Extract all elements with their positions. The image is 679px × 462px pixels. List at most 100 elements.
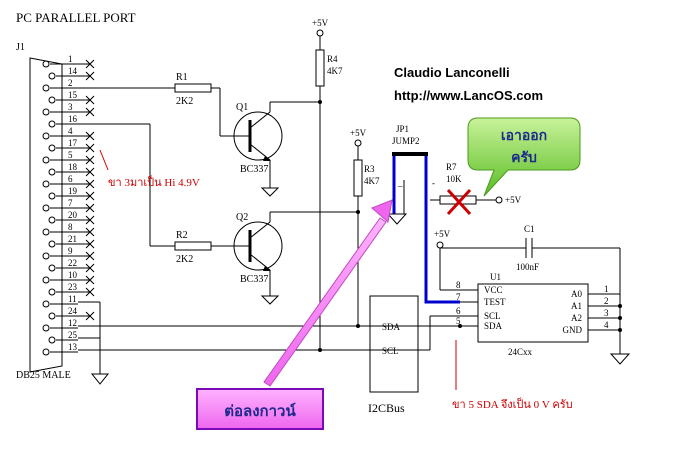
- db25-pin-label: 10: [68, 270, 78, 280]
- pin5-note: ขา 5 SDA จึงเป็น 0 V ครับ: [452, 397, 573, 411]
- db25-pin-contact: [42, 276, 50, 284]
- db25-pin-label: 21: [68, 234, 77, 244]
- ground-symbol-port: [90, 373, 110, 385]
- db25-pin-contact: [48, 120, 56, 128]
- q1-ref: Q1: [236, 102, 248, 113]
- db25-pin-contact: [48, 264, 56, 272]
- db25-pin-group: 1142153164175186197208219221023112412251…: [42, 54, 95, 356]
- u1-pin-name: A2: [571, 313, 582, 323]
- author-url: http://www.LancOS.com: [394, 88, 543, 103]
- db25-pin-label: 6: [68, 174, 73, 184]
- db25-pin-contact: [48, 312, 56, 320]
- u1-ref: U1: [490, 272, 501, 282]
- bus-scl-label: SCL: [382, 346, 399, 356]
- db25-pin-label: 4: [68, 126, 73, 136]
- db25-pin-label: 17: [68, 138, 78, 148]
- db25-pin-label: 8: [68, 222, 73, 232]
- db25-pin-contact: [48, 96, 56, 104]
- db25-connector: 1142153164175186197208219221023112412251…: [29, 54, 95, 373]
- db25-pin-label: 1: [68, 54, 73, 64]
- q1-value: BC337: [240, 164, 268, 175]
- resistor-r1: [174, 83, 240, 137]
- db25-pin-contact: [42, 252, 50, 260]
- db25-pin-label: 20: [68, 210, 78, 220]
- r1-value: 2K2: [176, 96, 193, 107]
- db25-pin-contact: [48, 336, 56, 344]
- db25-pin-contact: [42, 180, 50, 188]
- r7-value: 10K: [446, 174, 462, 184]
- transistor-q2: [233, 211, 358, 305]
- r7-supply: +5V: [505, 195, 522, 205]
- db25-pin-contact: [48, 168, 56, 176]
- ground-callout-text: ต่อลงกาวน์: [224, 402, 296, 420]
- db25-pin-label: 15: [68, 90, 78, 100]
- db25-pin-contact: [48, 288, 56, 296]
- q2-value: BC337: [240, 274, 268, 285]
- connector-ref: J1: [16, 42, 25, 53]
- r7-ref: R7: [446, 162, 457, 172]
- svg-text:_: _: [397, 178, 403, 188]
- i2c-bus-box: [320, 295, 462, 393]
- db25-pin-contact: [42, 108, 50, 116]
- u1-pin-number: 7: [456, 292, 461, 302]
- u1-pin-number: 2: [604, 296, 609, 306]
- bus-sda-label: SDA: [382, 322, 401, 332]
- r4-supply: +5V: [312, 18, 329, 28]
- r4-value: 4K7: [327, 66, 343, 76]
- remove-bubble-line1: เอาออก: [501, 127, 547, 143]
- db25-pin-contact: [42, 84, 50, 92]
- r3-supply: +5V: [350, 128, 367, 138]
- db25-pin-label: 24: [68, 306, 78, 316]
- db25-pin-contact: [42, 156, 50, 164]
- db25-pin-contact: [42, 60, 50, 68]
- c1-ref: C1: [524, 224, 535, 234]
- eeprom-u1: [436, 238, 631, 365]
- db25-pin-contact: [48, 144, 56, 152]
- bus-name: I2CBus: [368, 401, 405, 415]
- db25-pin-contact: [42, 348, 50, 356]
- u1-pin-number: 5: [456, 316, 461, 326]
- u1-pin-name: GND: [563, 325, 583, 335]
- db25-pin-label: 23: [68, 282, 78, 292]
- u1-pin-name: A0: [571, 289, 582, 299]
- db25-pin-label: 16: [68, 114, 78, 124]
- db25-pin-contact: [42, 300, 50, 308]
- remove-cross-icon: [446, 188, 472, 216]
- pin3-note: ขา 3มาเป็น Hi 4.9V: [108, 175, 200, 189]
- db25-pin-contact: [42, 228, 50, 236]
- ground-callout-arrow: [263, 199, 393, 387]
- u1-pin-name: VCC: [484, 285, 503, 295]
- r3-ref: R3: [364, 164, 375, 174]
- port-wires: [78, 87, 360, 374]
- svg-text:-: -: [432, 178, 435, 188]
- r2-value: 2K2: [176, 254, 193, 265]
- db25-pin-contact: [48, 240, 56, 248]
- db25-pin-label: 12: [68, 318, 77, 328]
- db25-pin-label: 7: [68, 198, 73, 208]
- r1-ref: R1: [176, 72, 188, 83]
- db25-pin-label: 11: [68, 294, 77, 304]
- db25-pin-label: 19: [68, 186, 78, 196]
- u1-pin-number: 8: [456, 280, 461, 290]
- db25-pin-label: 22: [68, 258, 77, 268]
- port-title: PC PARALLEL PORT: [16, 10, 136, 25]
- db25-pin-label: 18: [68, 162, 78, 172]
- db25-pin-contact: [42, 204, 50, 212]
- db25-pin-label: 5: [68, 150, 73, 160]
- c1-value: 100nF: [516, 262, 539, 272]
- ground-callout-box: [196, 388, 324, 430]
- db25-pin-contact: [48, 72, 56, 80]
- db25-pin-label: 9: [68, 246, 73, 256]
- u1-value: 24Cxx: [508, 347, 533, 357]
- db25-pin-label: 3: [68, 102, 73, 112]
- u1-pin-name: A1: [571, 301, 582, 311]
- resistor-r3: [353, 139, 363, 328]
- u1-pin-number: 3: [604, 308, 609, 318]
- remove-bubble-line2: ครับ: [511, 149, 537, 165]
- author-name: Claudio Lanconelli: [394, 65, 510, 80]
- jp1-value: JUMP2: [392, 136, 420, 146]
- u1-supply: +5V: [434, 229, 451, 239]
